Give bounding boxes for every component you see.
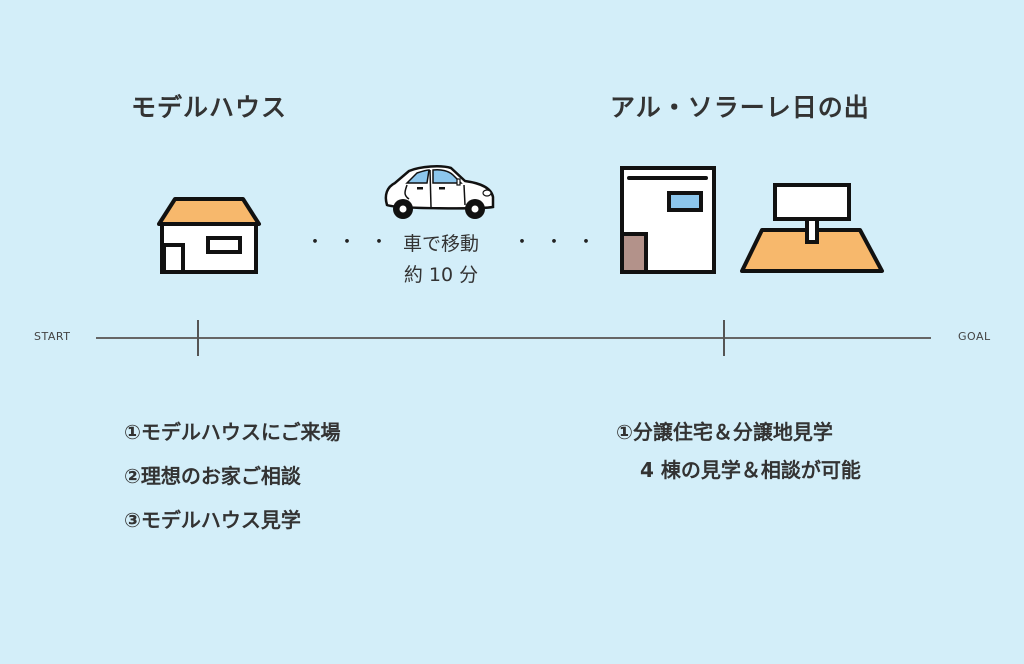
goal-step-item: ①分譲住宅＆分譲地見学 bbox=[616, 420, 833, 444]
building-icon bbox=[618, 164, 718, 276]
timeline-marker-start bbox=[197, 320, 199, 356]
transit-dots-left: ・・・ bbox=[306, 232, 402, 253]
start-step-item: ③モデルハウス見学 bbox=[124, 508, 301, 532]
timeline-marker-goal bbox=[723, 320, 725, 356]
start-step-item: ②理想のお家ご相談 bbox=[124, 464, 301, 488]
timeline-start-label: START bbox=[34, 330, 71, 343]
transit-dots-right: ・・・ bbox=[513, 232, 609, 253]
transit-mode-text: 車で移動 bbox=[402, 233, 479, 255]
start-steps-list: ①モデルハウスにご来場 ②理想のお家ご相談 ③モデルハウス見学 bbox=[124, 416, 341, 548]
house-icon bbox=[153, 194, 265, 276]
timeline-goal-label: GOAL bbox=[958, 330, 991, 343]
goal-steps-list: ①分譲住宅＆分譲地見学 4 棟の見学＆相談が可能 bbox=[616, 416, 861, 492]
transit-duration-text: 約 10 分 bbox=[403, 264, 479, 286]
car-icon bbox=[381, 163, 499, 225]
goal-location-title: アル・ソラーレ日の出 bbox=[610, 93, 870, 122]
timeline-line bbox=[96, 337, 931, 339]
start-step-item: ①モデルハウスにご来場 bbox=[124, 420, 341, 444]
goal-step-item: 4 棟の見学＆相談が可能 bbox=[640, 458, 861, 482]
start-location-title: モデルハウス bbox=[131, 93, 288, 122]
land-sign-icon bbox=[738, 182, 886, 276]
